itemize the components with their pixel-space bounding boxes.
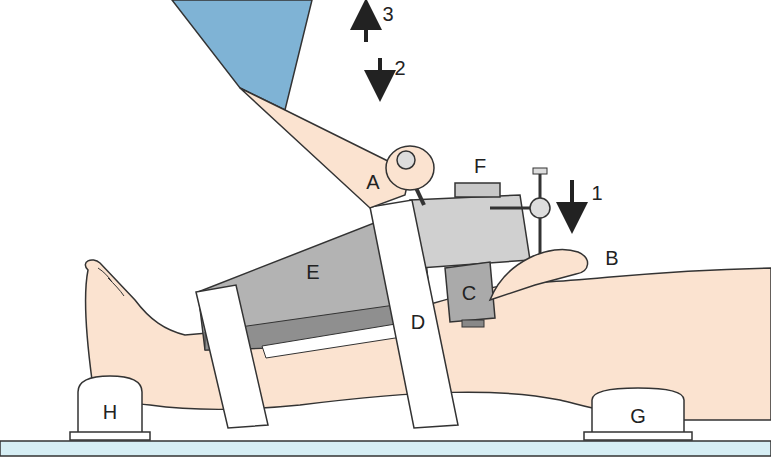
cushion-base [70, 432, 150, 440]
force-arrow [570, 180, 574, 218]
cushion [78, 376, 142, 438]
instrument-block [410, 195, 530, 268]
part-letter: F [474, 155, 486, 177]
strap [370, 200, 458, 428]
part-letter: A [366, 171, 379, 193]
table [0, 441, 771, 456]
handle-knob [397, 151, 415, 169]
cushion-base [584, 432, 692, 440]
hand [490, 249, 588, 300]
part-letter: E [306, 261, 319, 283]
part-letter: B [605, 247, 618, 269]
force-arrow [378, 58, 382, 86]
callout-number: 1 [591, 182, 602, 204]
callout-number: 2 [394, 57, 405, 79]
bracket [445, 262, 495, 322]
screw-cap [533, 168, 547, 174]
bracket-foot [462, 320, 484, 327]
hand [386, 146, 434, 190]
toes [98, 268, 124, 296]
cushion [592, 388, 684, 438]
part-letter: D [411, 311, 425, 333]
strap [196, 285, 268, 428]
dial [530, 198, 550, 218]
rod [490, 207, 532, 210]
force-arrow [364, 14, 368, 42]
part-letter: C [462, 282, 476, 304]
instrument-tab [455, 183, 500, 197]
forearm [240, 88, 410, 208]
part-letter: H [103, 401, 117, 423]
part-letter: G [630, 405, 646, 427]
sleeve [172, 0, 312, 110]
callout-number: 3 [382, 3, 393, 25]
